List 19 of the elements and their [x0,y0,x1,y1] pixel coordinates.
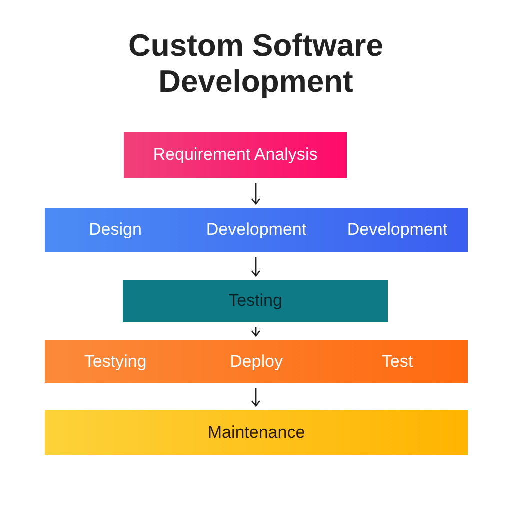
stage-label: Deploy [229,352,284,372]
stage-band [45,208,468,252]
stage-label: Maintenance [206,422,306,442]
arrow [251,183,261,205]
arrow [251,327,261,337]
title: Custom Software Development [128,28,384,100]
stage-label: Development [346,220,449,240]
stage-band [45,340,468,383]
stage-label: Testying [83,352,148,372]
stage-label: Design [88,220,143,240]
process-box [124,132,347,178]
stage-band [45,410,468,455]
arrow [251,388,261,407]
stage-label: Development [205,220,308,240]
stage-label: Requirement Analysis [152,145,319,165]
stage-label: Testing [228,291,284,311]
stage-label: Test [380,352,414,372]
process-box [123,280,388,322]
arrow [251,257,261,277]
